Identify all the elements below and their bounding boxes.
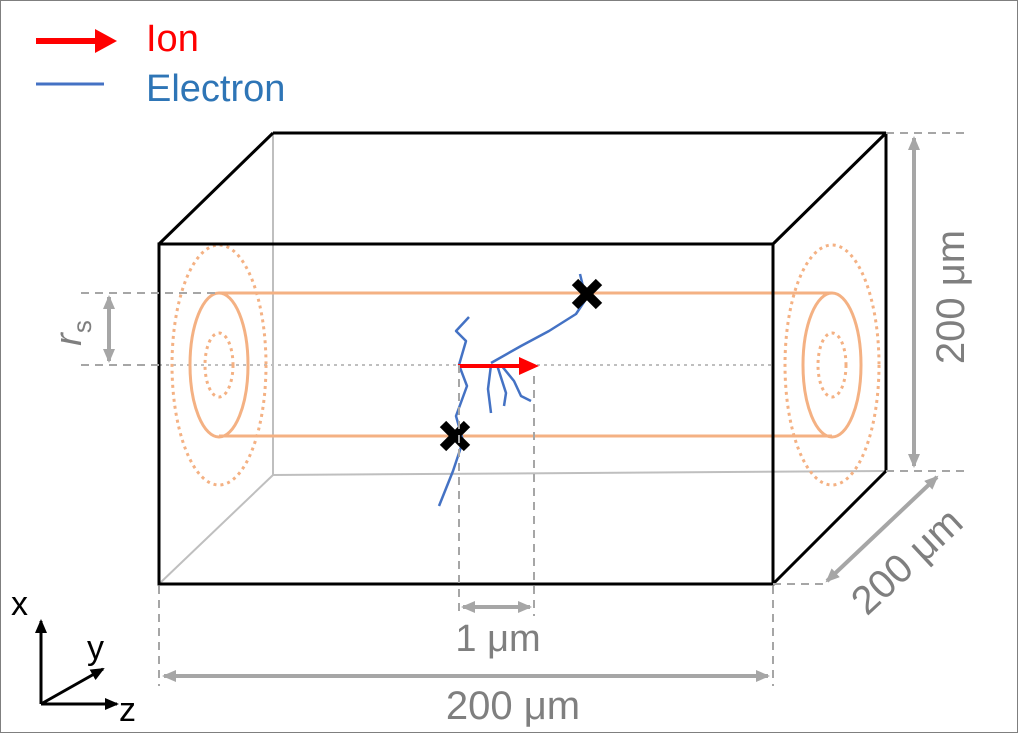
depth-label: 200 μm bbox=[843, 500, 971, 624]
x-axis-label: x bbox=[11, 585, 28, 623]
coordinate-axes bbox=[35, 619, 119, 710]
segment-label: 1 μm bbox=[455, 618, 540, 660]
cross-marker-upper bbox=[571, 278, 603, 310]
ionization-markers bbox=[439, 278, 603, 452]
y-axis-arrow bbox=[40, 667, 105, 706]
cross-marker-lower bbox=[439, 420, 471, 452]
legend: Ion Electron bbox=[36, 18, 285, 110]
dimension-arrows bbox=[103, 136, 939, 682]
depth-dimension bbox=[825, 475, 939, 583]
y-axis-label: y bbox=[87, 629, 104, 667]
track-cylinder bbox=[170, 243, 881, 487]
radius-label: rs bbox=[48, 320, 97, 346]
ion-legend-arrowhead bbox=[95, 29, 117, 53]
ion-legend-label: Ion bbox=[146, 18, 199, 60]
height-label: 200 μm bbox=[929, 230, 973, 364]
length-label: 200 μm bbox=[446, 684, 580, 728]
box-edges bbox=[157, 131, 888, 586]
ion-arrowhead bbox=[519, 357, 539, 375]
dimension-guides bbox=[81, 132, 969, 686]
electron-legend-label: Electron bbox=[146, 68, 285, 110]
hidden-edges bbox=[158, 133, 887, 585]
electron-tracks bbox=[437, 273, 588, 507]
z-axis-label: z bbox=[119, 691, 136, 729]
